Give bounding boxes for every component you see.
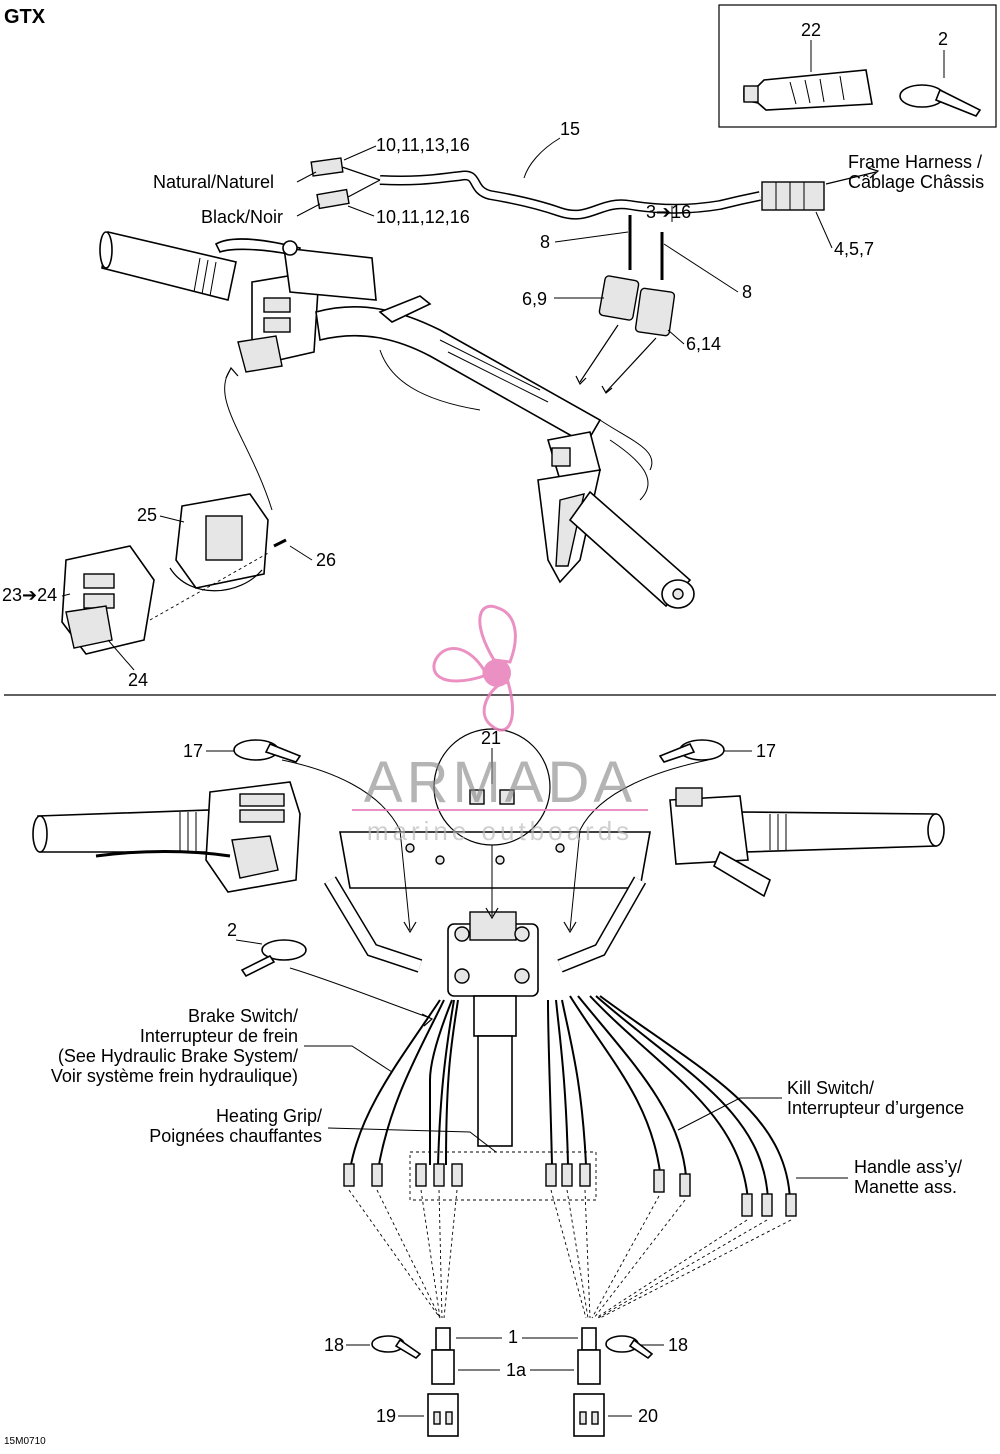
callout-20: 20 — [638, 1406, 658, 1426]
handle-assy-label-1: Handle ass’y/ — [854, 1157, 962, 1177]
brake-switch-label-3: (See Hydraulic Brake System/ — [58, 1046, 298, 1066]
cable-tie-18-right-icon — [605, 1335, 654, 1360]
callout-24: 24 — [128, 670, 148, 690]
kill-switch-label-1: Kill Switch/ — [787, 1078, 874, 1098]
handlebar-exploded-view — [99, 231, 695, 609]
wiring-harness — [310, 157, 825, 394]
brake-switch-label-2: Interrupteur de frein — [140, 1026, 298, 1046]
connector-a-refs: 10,11,13,16 — [376, 135, 470, 155]
callout-18-left: 18 — [324, 1335, 344, 1355]
callout-22: 22 — [801, 20, 821, 40]
watermark-tagline: marine outboards — [367, 816, 633, 846]
refs-6-9: 6,9 — [522, 289, 547, 309]
steering-column-icon — [473, 995, 517, 1037]
natural-label: Natural/Naturel — [153, 172, 274, 192]
heating-grip-group-box — [409, 1151, 597, 1201]
figure-code: 15M0710 — [4, 1436, 46, 1447]
callout-1: 1 — [508, 1327, 518, 1347]
brake-switch-label-1: Brake Switch/ — [188, 1006, 298, 1026]
natural-connector-icon — [310, 157, 344, 177]
handle-assy-label-2: Manette ass. — [854, 1177, 957, 1197]
callout-8-left: 8 — [540, 232, 550, 252]
connector-6-9-icon — [598, 275, 640, 321]
callout-1a: 1a — [506, 1360, 527, 1380]
cable-tie-icon — [899, 84, 982, 117]
callout-2-inset: 2 — [938, 29, 948, 49]
propeller-logo-icon — [432, 604, 517, 732]
callout-2: 2 — [227, 920, 237, 940]
housing-20-icon — [573, 1393, 605, 1437]
inset-box: 22 2 — [718, 4, 997, 128]
heating-grip-label-2: Poignées chauffantes — [149, 1126, 322, 1146]
callout-25: 25 — [137, 505, 157, 525]
connector-6-14-icon — [634, 287, 676, 337]
bottom-right-grip-icon — [741, 811, 937, 853]
right-grip-icon — [568, 490, 692, 608]
housing-19-icon — [427, 1393, 459, 1437]
bottom-left-grip-icon — [37, 809, 213, 853]
callout-19: 19 — [376, 1406, 396, 1426]
watermark-brand: ARMADA — [364, 750, 636, 815]
model-title: GTX — [4, 6, 46, 28]
splice-1-right-icon — [581, 1327, 597, 1351]
switch-cover-exploded — [61, 493, 287, 655]
bottom-right-switch-icon — [669, 795, 749, 865]
callout-8-right: 8 — [742, 282, 752, 302]
callout-21: 21 — [481, 728, 501, 748]
callout-17-left: 17 — [183, 741, 203, 761]
cable-tie-17-right-icon — [658, 739, 725, 763]
refs-4-5-7: 4,5,7 — [834, 239, 874, 259]
kill-switch-label-2: Interrupteur d’urgence — [787, 1098, 964, 1118]
cable-tie-17-left-icon — [233, 739, 302, 763]
black-connector-icon — [316, 188, 350, 210]
splice-1-left-icon — [435, 1327, 451, 1351]
handlebar-assembly — [32, 728, 945, 1319]
callout-26: 26 — [316, 550, 336, 570]
cable-tie-18-left-icon — [371, 1335, 422, 1360]
callout-18-right: 18 — [668, 1335, 688, 1355]
frame-harness-label-2: Câblage Châssis — [848, 172, 984, 192]
range-3-16: 3➔16 — [646, 202, 691, 222]
callout-17-right: 17 — [756, 741, 776, 761]
left-grip-icon — [101, 231, 237, 301]
connector-b-refs: 10,11,12,16 — [376, 207, 470, 227]
handlebar-tube-icon — [315, 306, 602, 446]
master-cylinder-icon — [283, 247, 377, 301]
armada-watermark: ARMADA marine outboards — [352, 604, 648, 846]
frame-harness-label-1: Frame Harness / — [848, 152, 982, 172]
heating-grip-label-1: Heating Grip/ — [216, 1106, 322, 1126]
black-label: Black/Noir — [201, 207, 283, 227]
splice-connectors — [371, 1327, 654, 1437]
callout-15: 15 — [560, 119, 580, 139]
inset-frame — [718, 4, 997, 128]
brake-switch-label-4: Voir système frein hydraulique) — [51, 1066, 298, 1086]
frame-harness-connector-icon — [761, 181, 825, 211]
refs-6-14: 6,14 — [686, 334, 721, 354]
lubricant-tube-icon — [743, 69, 873, 111]
cable-tie-2-icon — [240, 939, 307, 978]
range-23-24: 23➔24 — [2, 585, 57, 605]
